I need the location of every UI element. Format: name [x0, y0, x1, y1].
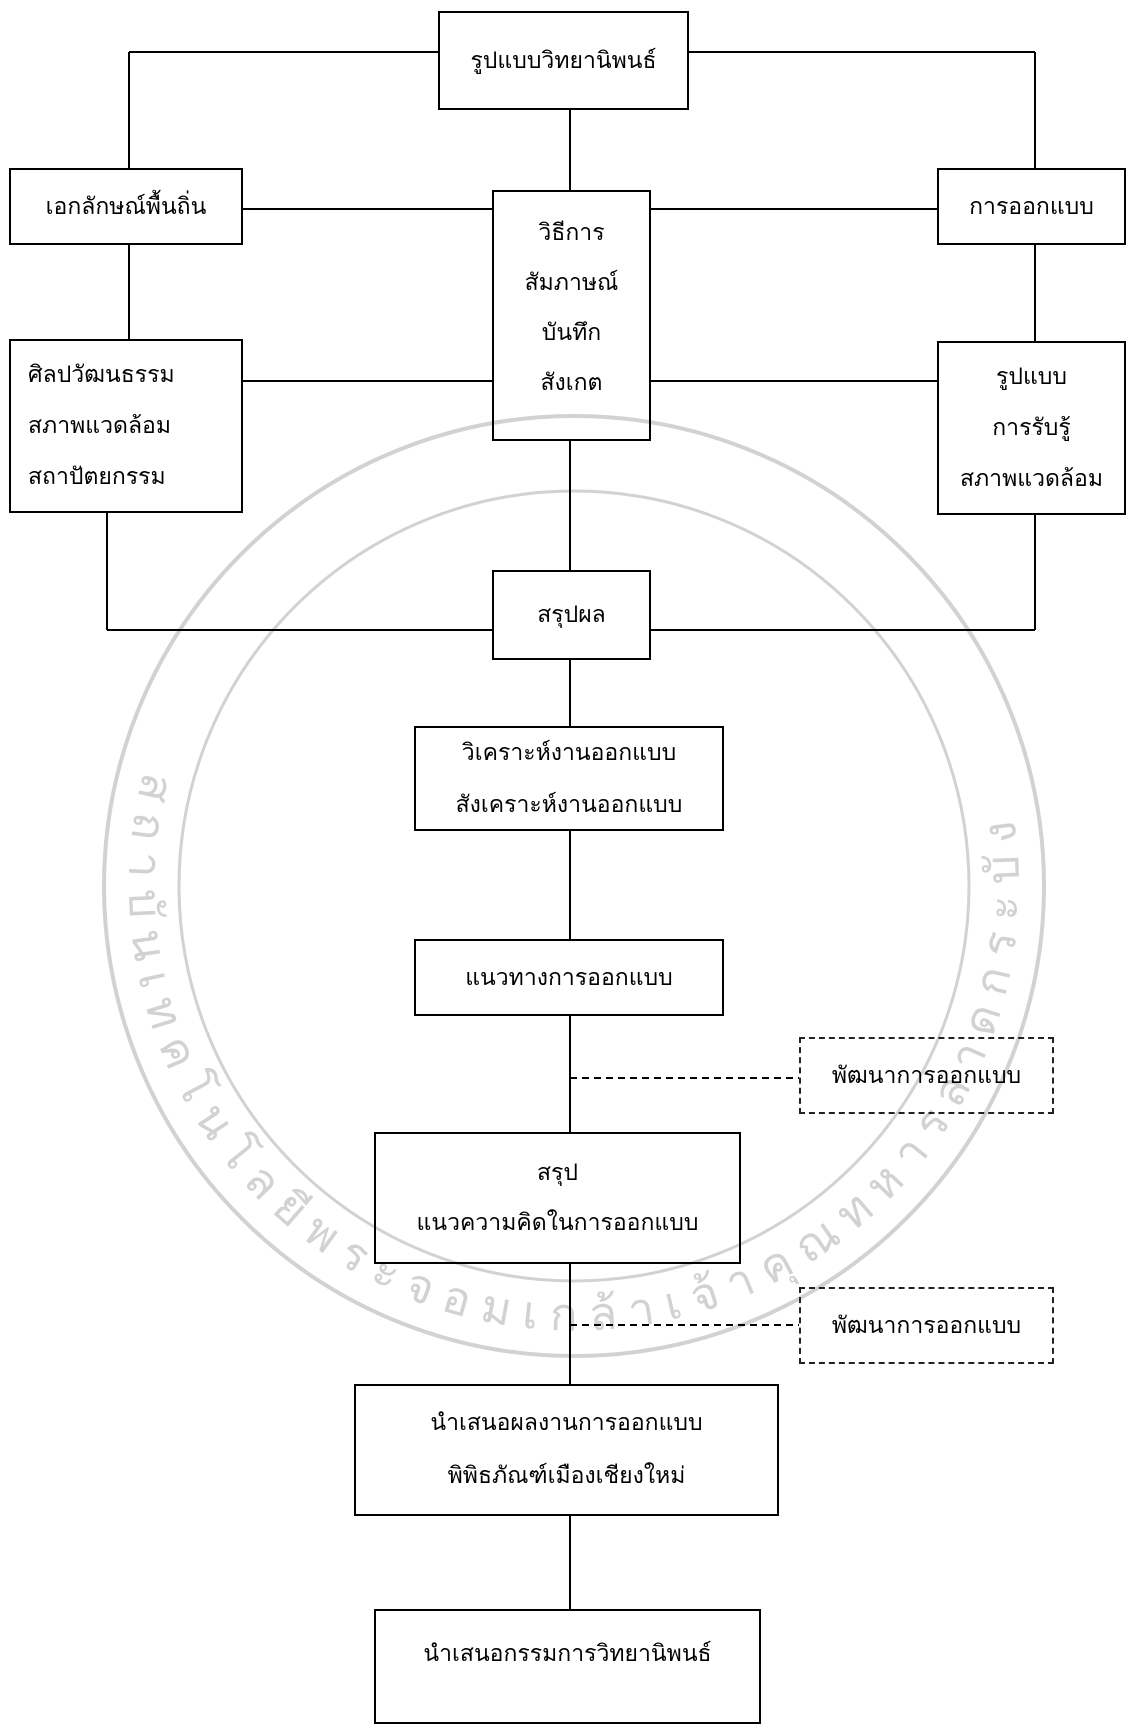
node-concept: สรุป แนวความคิดในการออกแบบ: [374, 1132, 741, 1264]
node-label-line: สถาปัตยกรรม: [28, 463, 166, 490]
node-label: พัฒนาการออกแบบ: [831, 1312, 1022, 1339]
node-label-line: วิธีการ: [538, 220, 605, 246]
node-culture: ศิลปวัฒนธรรม สภาพแวดล้อม สถาปัตยกรรม: [9, 339, 243, 513]
node-label-line: รูปแบบ: [996, 363, 1067, 390]
node-label: แนวทางการออกแบบ: [465, 964, 673, 991]
node-label-line: นำเสนอผลงานการออกแบบ: [430, 1410, 703, 1436]
node-methods: วิธีการ สัมภาษณ์ บันทึก สังเกต: [492, 190, 651, 441]
node-label: เอกลักษณ์พื้นถิ่น: [45, 193, 207, 220]
node-design-direction: แนวทางการออกแบบ: [414, 939, 724, 1016]
node-analysis: วิเคราะห์งานออกแบบ สังเคราะห์งานออกแบบ: [414, 726, 724, 831]
node-label: สรุปผล: [537, 602, 606, 628]
node-label: รูปแบบวิทยานิพนธ์: [470, 47, 657, 74]
node-label-line: แนวความคิดในการออกแบบ: [416, 1210, 699, 1236]
node-label-line: การรับรู้: [992, 414, 1071, 441]
node-design-development-1: พัฒนาการออกแบบ: [799, 1037, 1054, 1114]
node-label-line: บันทึก: [541, 320, 602, 346]
node-label-line: สภาพแวดล้อม: [959, 465, 1104, 492]
node-label: การออกแบบ: [969, 193, 1094, 220]
node-label-line: สัมภาษณ์: [524, 270, 619, 296]
node-label-line: พิพิธภัณฑ์เมืองเชียงใหม่: [447, 1463, 686, 1489]
node-label-line: สรุป: [537, 1160, 578, 1186]
node-label-line: ศิลปวัฒนธรรม: [28, 361, 175, 388]
node-label-line: วิเคราะห์งานออกแบบ: [461, 739, 677, 766]
node-presentation: นำเสนอผลงานการออกแบบ พิพิธภัณฑ์เมืองเชีย…: [354, 1384, 779, 1516]
node-label-line: สภาพแวดล้อม: [28, 412, 172, 439]
node-label: พัฒนาการออกแบบ: [831, 1062, 1022, 1089]
node-label-line: สังเกต: [540, 370, 603, 396]
node-label: นำเสนอกรรมการวิทยานิพนธ์: [423, 1641, 712, 1667]
node-perception: รูปแบบ การรับรู้ สภาพแวดล้อม: [937, 341, 1126, 515]
node-design-development-2: พัฒนาการออกแบบ: [799, 1287, 1054, 1364]
node-thesis-format: รูปแบบวิทยานิพนธ์: [438, 11, 689, 110]
seal-inner-ring: [177, 489, 971, 1283]
node-committee: นำเสนอกรรมการวิทยานิพนธ์: [374, 1609, 761, 1724]
node-summary: สรุปผล: [492, 570, 651, 660]
node-label-line: สังเคราะห์งานออกแบบ: [455, 791, 683, 818]
seal-outer-ring: [102, 414, 1046, 1358]
node-design: การออกแบบ: [937, 168, 1126, 245]
node-local-identity: เอกลักษณ์พื้นถิ่น: [9, 168, 243, 245]
